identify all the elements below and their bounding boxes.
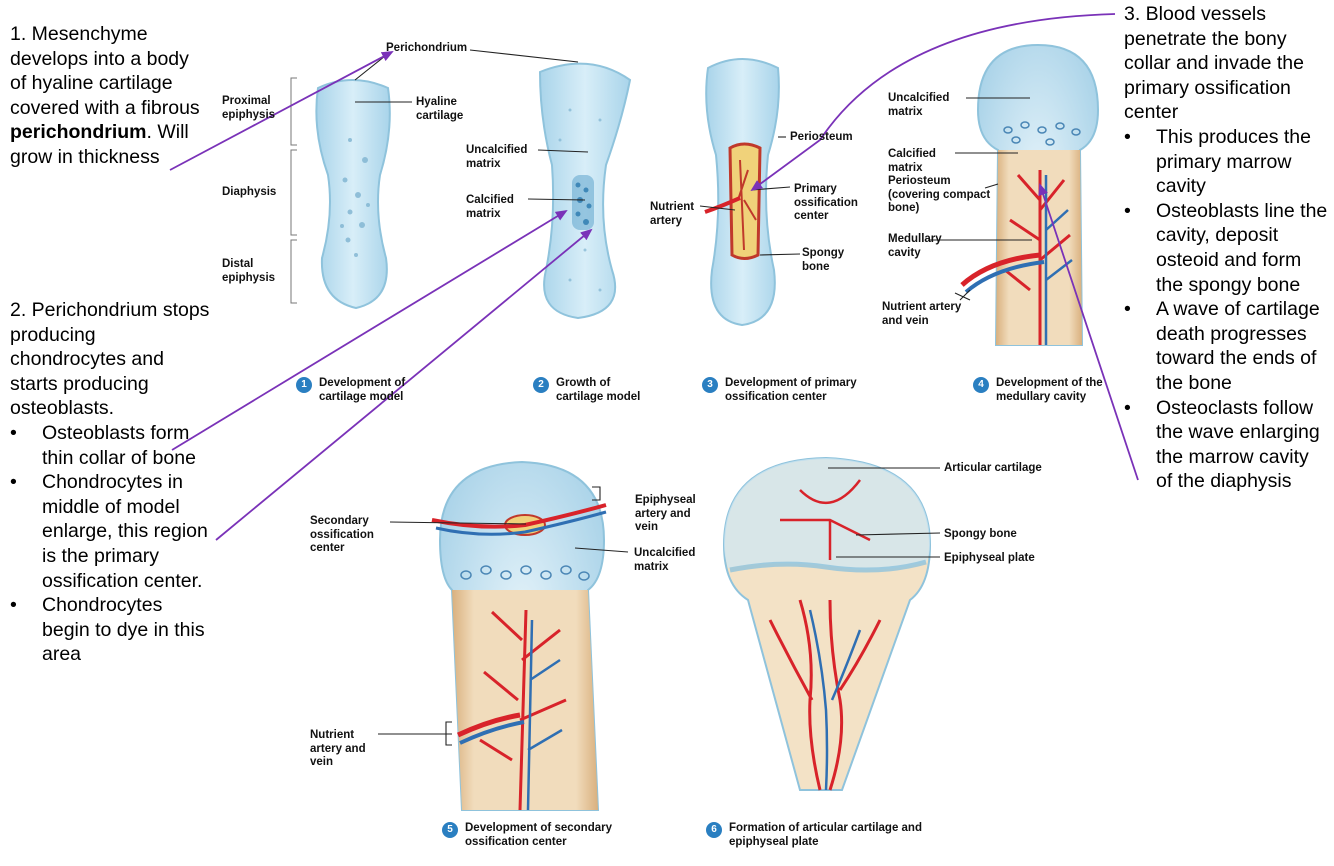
arrow-note3-vessels	[750, 13, 1116, 192]
label-epiphyseal-plate: Epiphyseal plate	[944, 552, 1035, 564]
stage-badge-2: 2	[533, 377, 549, 393]
stage6-articular-cartilage	[722, 456, 932, 791]
stage2-growth-of-cartilage-model	[538, 62, 632, 320]
label-uncalcified-matrix-5: Uncalcified matrix	[634, 547, 696, 573]
caption-stage-4: Development of the medullary cavity	[996, 377, 1103, 403]
label-uncalcified-matrix-4: Uncalcified matrix	[888, 92, 950, 118]
note3-bullet-1: This produces the primary marrow cavity	[1124, 125, 1330, 199]
label-calcified-matrix-2: Calcified matrix	[466, 194, 514, 220]
caption-stage-3: Development of primary ossification cent…	[725, 377, 857, 403]
note3-bullet-2: Osteoblasts line the cavity, deposit ost…	[1124, 199, 1330, 297]
note-stage1: 1. Mesenchyme develops into a body of hy…	[10, 22, 205, 170]
stage-badge-4: 4	[973, 377, 989, 393]
arrow-note2-collar	[171, 209, 568, 451]
label-diaphysis: Diaphysis	[222, 186, 277, 198]
label-nutrient-artery-vein-4: Nutrient artery and vein	[882, 301, 962, 327]
note3-intro: 3. Blood vessels penetrate the bony coll…	[1124, 3, 1304, 124]
label-spongy-bone-3: Spongy bone	[802, 247, 845, 273]
label-periosteum-3: Periosteum	[790, 131, 853, 143]
arrow-note2-center	[215, 228, 593, 541]
caption-stage-1: Development of cartilage model	[319, 377, 406, 403]
stage-badge-5: 5	[442, 822, 458, 838]
caption-stage-5: Development of secondary ossification ce…	[465, 822, 612, 848]
note3-bullet-4: Osteoclasts follow the wave enlarging th…	[1124, 396, 1330, 494]
label-primary-ossification-center: Primary ossification center	[794, 183, 858, 222]
note1-text-before: 1. Mesenchyme develops into a body of hy…	[10, 23, 200, 119]
label-epiphyseal-artery-vein: Epiphyseal artery and vein	[635, 494, 696, 533]
label-distal-epiphysis: Distal epiphysis	[222, 258, 276, 284]
label-uncalcified-matrix-2: Uncalcified matrix	[466, 144, 528, 170]
caption-stage-2: Growth of cartilage model	[556, 377, 641, 403]
stage5-secondary-ossification	[431, 460, 607, 811]
note2-intro: 2. Perichondrium stops producing chondro…	[10, 299, 210, 420]
stage3-primary-ossification	[704, 58, 780, 327]
arrow-note1-perichondrium	[169, 51, 394, 171]
note2-bullet-1: Osteoblasts form thin collar of bone	[10, 421, 210, 470]
note3-bullet-3: A wave of cartilage death progresses tow…	[1124, 297, 1330, 395]
label-secondary-ossification-center: Secondary ossification center	[310, 515, 374, 554]
stage-badge-6: 6	[706, 822, 722, 838]
note1-text-after: . Will grow in thickness	[10, 121, 189, 168]
label-nutrient-artery-vein-5: Nutrient artery and vein	[310, 729, 366, 768]
note2-bullet-2: Chondrocytes in middle of model enlarge,…	[10, 470, 210, 593]
stage-badge-1: 1	[296, 377, 312, 393]
label-perichondrium: Perichondrium	[386, 42, 468, 54]
arrow-note3-osteoclasts	[1038, 183, 1139, 481]
stage1-cartilage-model	[290, 77, 391, 310]
label-periosteum-4: Periosteum (covering compact bone)	[888, 175, 991, 214]
label-calcified-matrix-4: Calcified matrix	[888, 148, 936, 174]
note1-bold-term: perichondrium	[10, 121, 147, 144]
label-articular-cartilage: Articular cartilage	[944, 462, 1042, 474]
note-stage3: 3. Blood vessels penetrate the bony coll…	[1124, 2, 1330, 494]
label-nutrient-artery: Nutrient artery	[650, 201, 695, 227]
label-medullary-cavity: Medullary cavity	[888, 233, 942, 259]
label-spongy-bone-6: Spongy bone	[944, 528, 1017, 540]
label-hyaline-cartilage: Hyaline cartilage	[416, 96, 464, 122]
caption-stage-6: Formation of articular cartilage and epi…	[729, 822, 922, 848]
annotation-arrows	[169, 13, 1139, 541]
note2-bullet-3: Chondrocytes begin to dye in this area	[10, 593, 210, 667]
label-proximal-epiphysis: Proximal epiphysis	[222, 95, 276, 121]
stage-badge-3: 3	[702, 377, 718, 393]
note-stage2: 2. Perichondrium stops producing chondro…	[10, 298, 210, 667]
